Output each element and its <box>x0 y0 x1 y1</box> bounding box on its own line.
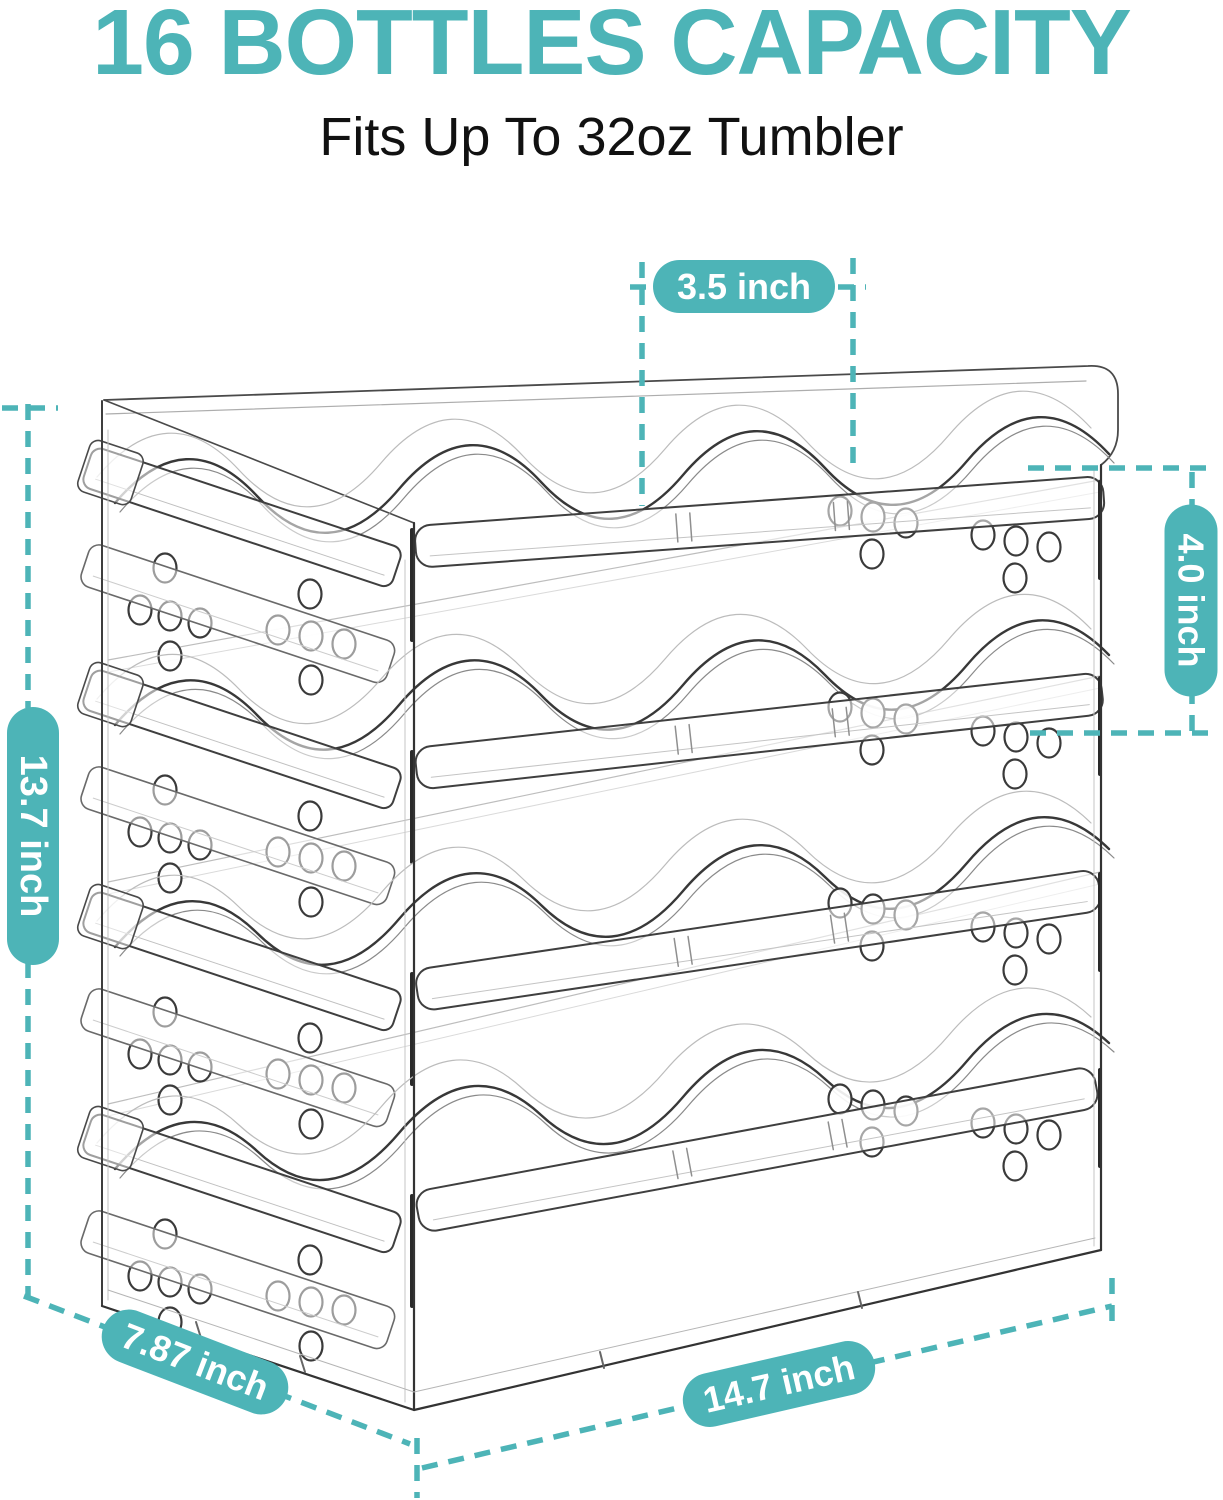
page-title: 16 BOTTLES CAPACITY <box>92 0 1132 94</box>
dimension-pill-total-height: 13.7 inch <box>7 707 59 965</box>
dimension-pill-slot-width: 3.5 inch <box>653 260 835 313</box>
dimension-pill-unit-height: 4.0 inch <box>1164 504 1218 697</box>
page-subtitle: Fits Up To 32oz Tumbler <box>319 107 904 167</box>
product-illustration <box>76 365 1119 1412</box>
